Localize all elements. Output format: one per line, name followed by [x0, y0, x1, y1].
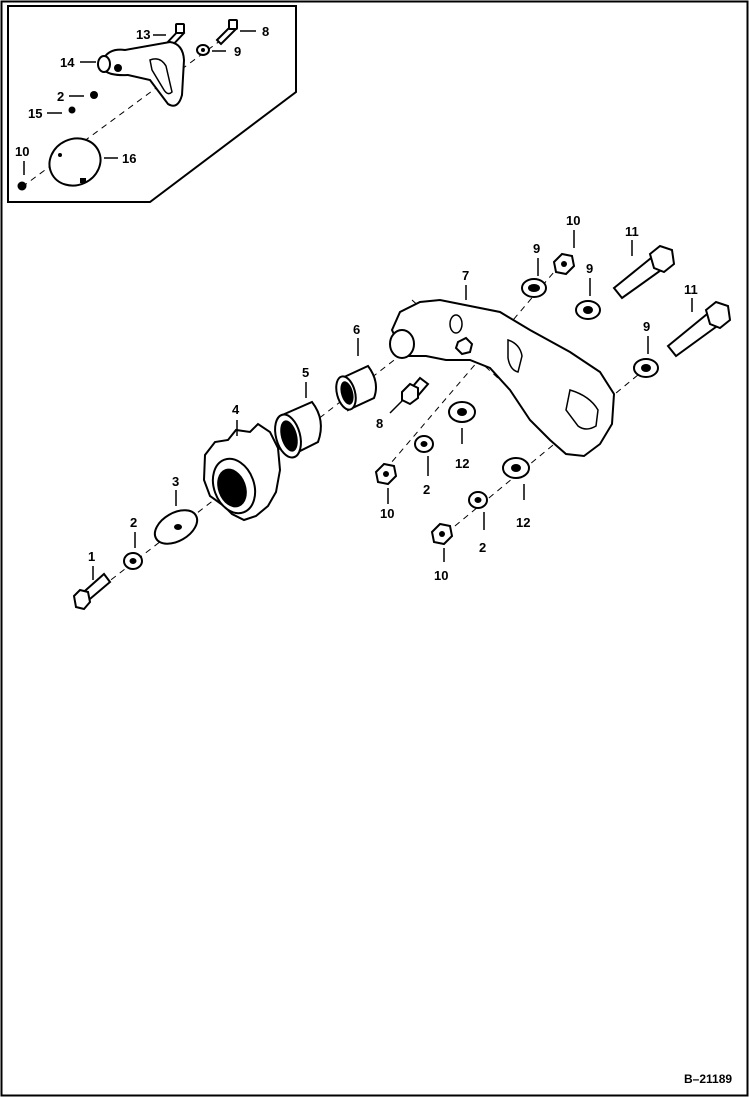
nut-10-left [374, 462, 398, 486]
inset-nut-10 [17, 181, 27, 191]
label-9-low: 9 [643, 319, 650, 334]
inset-label-16: 16 [122, 151, 136, 166]
figure-id: B–21189 [684, 1072, 732, 1086]
label-10-bottom: 10 [434, 568, 448, 583]
label-3: 3 [172, 474, 179, 489]
lock-washer-2-upper [414, 435, 434, 453]
lower-bolt-centerline [437, 364, 651, 541]
bracket-7 [389, 298, 616, 458]
washer-9-mid [575, 300, 601, 320]
washer-12-lower [502, 457, 530, 479]
inset-label-14: 14 [60, 55, 75, 70]
nut-10-bottom [430, 522, 454, 546]
label-12-lower: 12 [516, 515, 530, 530]
upper-bolt-centerline [384, 264, 561, 471]
label-10-top: 10 [566, 213, 580, 228]
inset-label-15: 15 [28, 106, 42, 121]
sprocket-4 [202, 422, 282, 522]
inset-view: 13 8 14 9 2 15 10 16 [15, 19, 269, 191]
bearing-5 [274, 400, 322, 459]
washer-12-upper [448, 401, 476, 423]
label-2-upper: 2 [423, 482, 430, 497]
label-12-upper: 12 [455, 456, 469, 471]
washer-9-low [633, 358, 659, 378]
label-2-lower: 2 [479, 540, 486, 555]
inset-cover-16 [48, 137, 102, 187]
label-6: 6 [353, 322, 360, 337]
label-5: 5 [302, 365, 309, 380]
inset-bracket-14 [97, 40, 186, 107]
lock-washer-2 [123, 552, 143, 570]
lock-washer-2-lower [468, 491, 488, 509]
main-view: 1 2 3 4 5 6 7 8 9 9 9 10 10 10 11 11 12 … [72, 213, 732, 611]
label-10-left: 10 [380, 506, 394, 521]
label-2: 2 [130, 515, 137, 530]
inset-label-13: 13 [136, 27, 150, 42]
bolt-11-top [612, 244, 676, 300]
bushing-6 [335, 364, 377, 412]
label-11-bottom: 11 [684, 282, 698, 297]
inset-label-10: 10 [15, 144, 29, 159]
label-9-top: 9 [533, 241, 540, 256]
inset-nut-15 [68, 106, 76, 114]
inset-bolt-8 [215, 19, 238, 46]
nut-10-top [552, 252, 576, 276]
label-4: 4 [232, 402, 240, 417]
label-7: 7 [462, 268, 469, 283]
label-9-mid: 9 [586, 261, 593, 276]
bolt-11-bottom [666, 300, 732, 358]
washer-3 [153, 509, 199, 545]
inset-label-2: 2 [57, 89, 64, 104]
inset-label-9: 9 [234, 44, 241, 59]
inset-washer-9 [196, 44, 210, 56]
label-11-top: 11 [625, 224, 639, 239]
washer-9-top [521, 278, 547, 298]
inset-label-8: 8 [262, 24, 269, 39]
label-8: 8 [376, 416, 383, 431]
bolt-1 [72, 572, 112, 611]
inset-frame [7, 5, 297, 203]
label-1: 1 [88, 549, 95, 564]
bolt-8 [401, 376, 430, 406]
inset-washer-2 [90, 91, 98, 99]
